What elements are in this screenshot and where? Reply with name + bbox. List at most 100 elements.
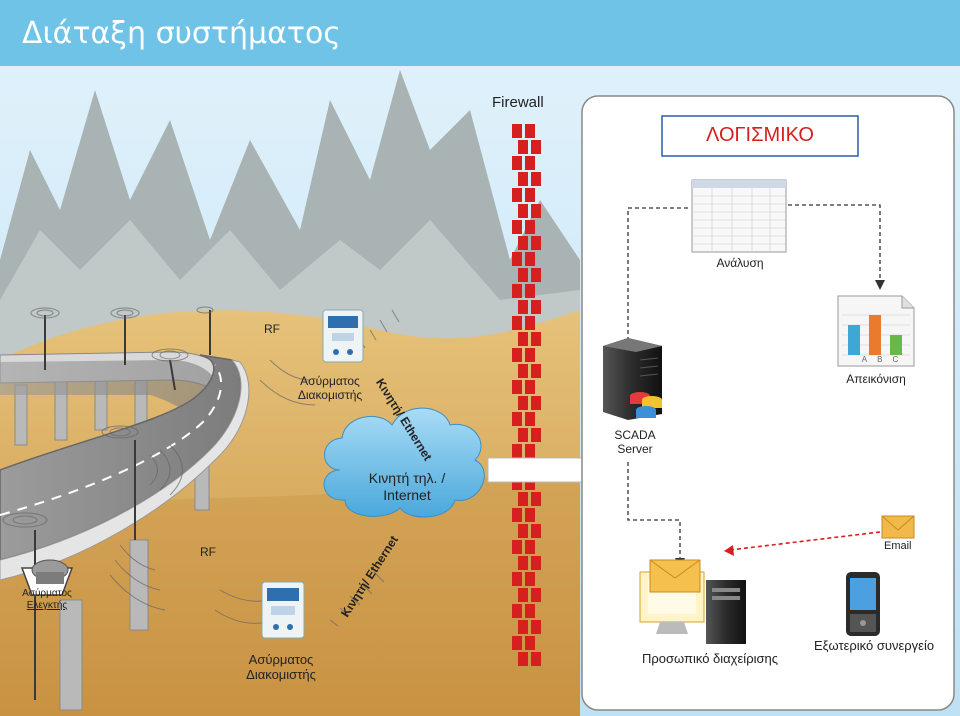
firewall-brick	[518, 172, 528, 186]
firewall-brick	[525, 412, 535, 426]
firewall-brick	[525, 220, 535, 234]
firewall-brick	[512, 348, 522, 362]
scada-server	[603, 338, 662, 420]
firewall-brick	[525, 572, 535, 586]
firewall-brick	[525, 476, 535, 490]
firewall-brick	[512, 604, 522, 618]
firewall-brick	[518, 396, 528, 410]
firewall-label: Firewall	[492, 94, 544, 111]
firewall-brick	[531, 364, 541, 378]
firewall-brick	[525, 348, 535, 362]
firewall-brick	[531, 300, 541, 314]
firewall-brick	[531, 204, 541, 218]
firewall-brick	[525, 124, 535, 138]
software-panel	[581, 95, 955, 711]
firewall-brick	[512, 124, 522, 138]
firewall-brick	[531, 524, 541, 538]
firewall-brick	[518, 236, 528, 250]
firewall-brick	[512, 220, 522, 234]
firewall-brick	[525, 508, 535, 522]
firewall-brick	[518, 524, 528, 538]
firewall-brick	[525, 444, 535, 458]
firewall-brick	[518, 588, 528, 602]
chart-letters: ABC	[861, 355, 909, 364]
firewall-brick	[531, 172, 541, 186]
firewall-brick	[518, 300, 528, 314]
firewall-brick	[518, 492, 528, 506]
wireless-server-top	[322, 309, 364, 363]
firewall-brick	[518, 652, 528, 666]
firewall-brick	[518, 268, 528, 282]
wireless-server-bottom	[261, 581, 305, 639]
analysis-label: Ανάλυση	[716, 256, 764, 270]
firewall-brick	[525, 316, 535, 330]
firewall-brick	[525, 604, 535, 618]
firewall-brick	[531, 588, 541, 602]
firewall-brick	[518, 620, 528, 634]
firewall-brick	[512, 572, 522, 586]
personal-computer	[639, 559, 746, 644]
firewall-brick	[525, 252, 535, 266]
firewall-brick	[525, 188, 535, 202]
firewall-brick	[512, 636, 522, 650]
title-bar: Διάταξη συστήματος	[0, 0, 960, 66]
firewall-brick	[518, 332, 528, 346]
rf-label-bottom: RF	[200, 545, 216, 559]
firewall-brick	[512, 380, 522, 394]
firewall-brick	[512, 188, 522, 202]
firewall-brick	[512, 444, 522, 458]
rf-label-top: RF	[264, 322, 280, 336]
firewall-brick	[525, 380, 535, 394]
cloud	[323, 407, 485, 518]
firewall-brick	[518, 556, 528, 570]
firewall-brick	[518, 204, 528, 218]
firewall-brick	[531, 332, 541, 346]
firewall-brick	[531, 236, 541, 250]
firewall-brick	[531, 140, 541, 154]
firewall-brick	[531, 492, 541, 506]
lamp-posts	[34, 310, 211, 700]
firewall-brick	[512, 252, 522, 266]
firewall-brick	[531, 556, 541, 570]
firewall-brick	[518, 364, 528, 378]
firewall-brick	[531, 428, 541, 442]
chart-document	[837, 295, 915, 367]
firewall-brick	[512, 284, 522, 298]
firewall-brick	[531, 396, 541, 410]
external-label: Εξωτερικό συνεργείο	[814, 638, 935, 653]
firewall-brick	[525, 284, 535, 298]
firewall-brick	[518, 140, 528, 154]
firewall-brick	[512, 316, 522, 330]
firewall-brick	[512, 156, 522, 170]
firewall-brick	[531, 652, 541, 666]
personal-label: Προσωπικό διαχείρισης	[642, 651, 778, 666]
firewall-brick	[531, 268, 541, 282]
firewall-brick	[518, 428, 528, 442]
display-label: Απεικόνιση	[846, 372, 906, 386]
firewall-brick	[525, 540, 535, 554]
firewall-brick	[525, 636, 535, 650]
firewall-brick	[512, 476, 522, 490]
cloud-label: Κινητή τηλ. /Internet	[368, 470, 446, 503]
software-title-box	[661, 115, 859, 157]
dashed-connectors	[627, 204, 881, 560]
email-envelope	[881, 515, 915, 539]
firewall-wall	[512, 124, 541, 666]
rf-waves	[2, 306, 400, 627]
page-title: Διάταξη συστήματος	[22, 16, 341, 51]
email-label: Email	[884, 540, 912, 552]
firewall-brick	[525, 156, 535, 170]
spreadsheet-image	[691, 179, 787, 253]
software-title: ΛΟΓΙΣΜΙΚΟ	[706, 124, 814, 146]
mobile-phone	[846, 572, 880, 636]
firewall-brick	[531, 620, 541, 634]
firewall-brick	[512, 540, 522, 554]
firewall-brick	[512, 412, 522, 426]
wireless-controller	[20, 559, 74, 596]
